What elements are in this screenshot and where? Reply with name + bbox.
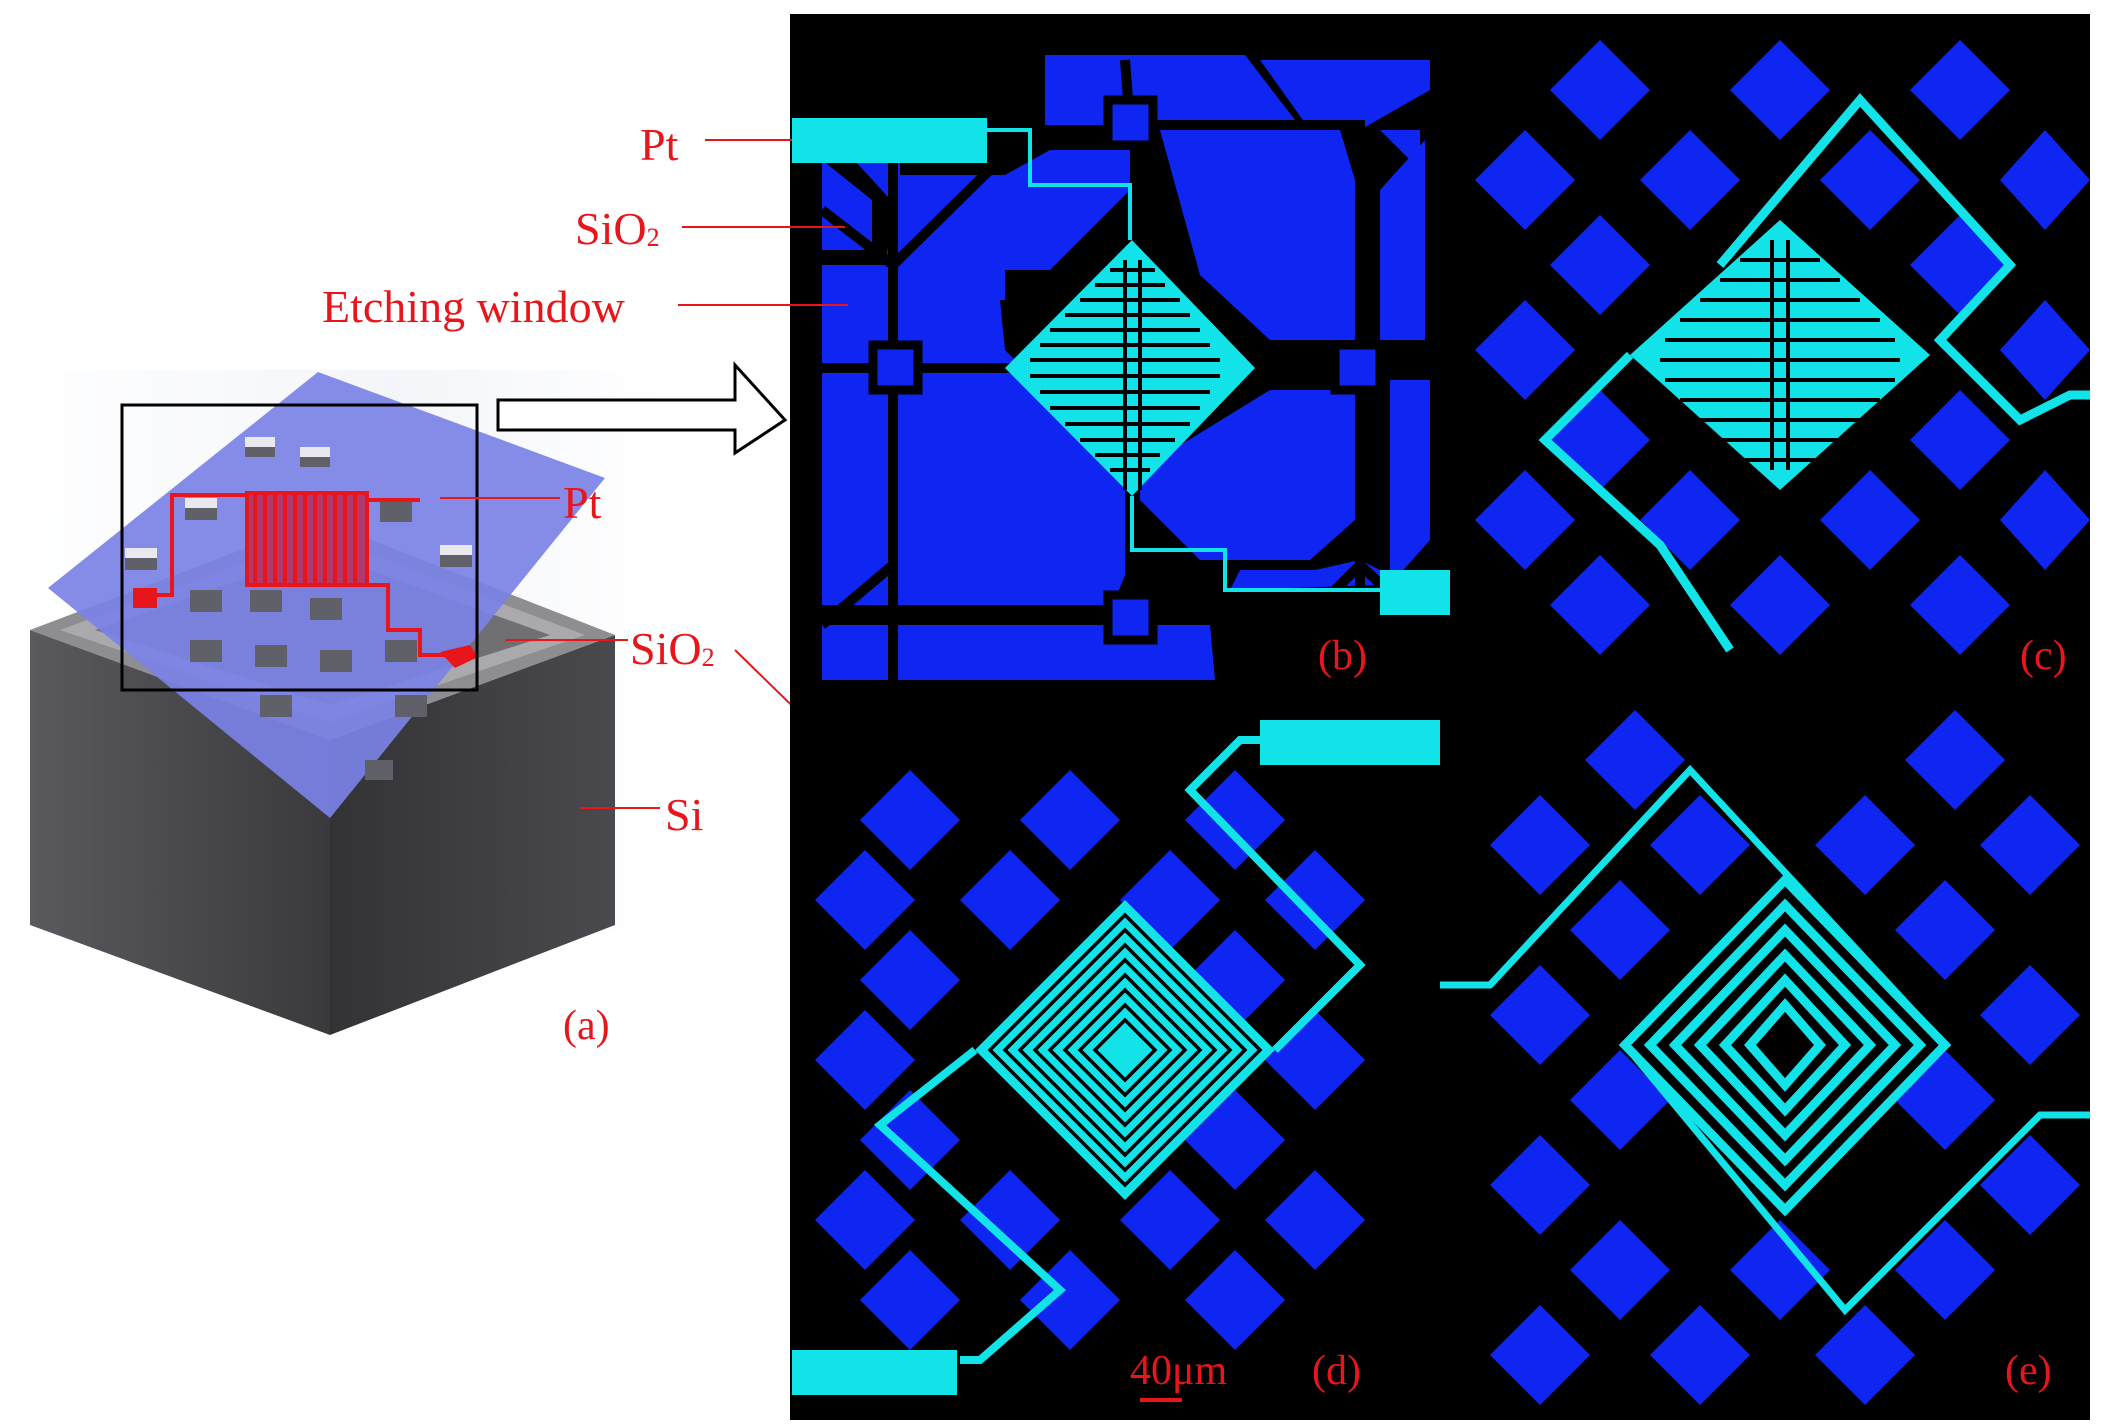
scale-bar-label: 40μm <box>1130 1348 1228 1394</box>
label-b-sio2: SiO2 <box>575 203 660 254</box>
label-a-pt: Pt <box>563 477 602 528</box>
caption-c: (c) <box>2020 633 2067 679</box>
panel-d-pt-pad-bottom <box>792 1350 957 1395</box>
zoom-arrow <box>496 361 788 456</box>
panel-e-layout <box>1440 700 2090 1420</box>
pt-pad-right <box>440 645 478 668</box>
panel-b-pt-pad-top <box>792 118 987 163</box>
panel-d-layout <box>790 700 1450 1420</box>
panel-d-pt-pad-top <box>1260 720 1440 765</box>
panel-b-pt-pad-bottom <box>1380 570 1458 615</box>
panel-d-pt-spiral-heater <box>975 900 1275 1200</box>
caption-e: (e) <box>2005 1348 2052 1394</box>
caption-a: (a) <box>563 1003 610 1049</box>
sio2-membrane <box>48 372 605 818</box>
caption-b: (b) <box>1318 633 1367 679</box>
zoom-selection-box <box>120 403 479 692</box>
panel-c-layout <box>1450 14 2090 700</box>
panel-b-pt-heater <box>1005 240 1255 496</box>
panel-a-chip-3d <box>0 361 859 1035</box>
pt-heater-red <box>140 491 455 657</box>
label-b-pt: Pt <box>640 119 679 170</box>
panel-c-pt-heater <box>1630 220 1930 490</box>
panel-b-layout <box>678 14 1458 700</box>
label-a-sio2: SiO2 <box>630 623 715 674</box>
silicon-body-right-face <box>330 635 615 1035</box>
pt-pad-left <box>133 588 157 608</box>
caption-d: (d) <box>1312 1348 1361 1394</box>
label-a-si: Si <box>665 789 704 840</box>
label-b-etching-window: Etching window <box>322 281 625 332</box>
